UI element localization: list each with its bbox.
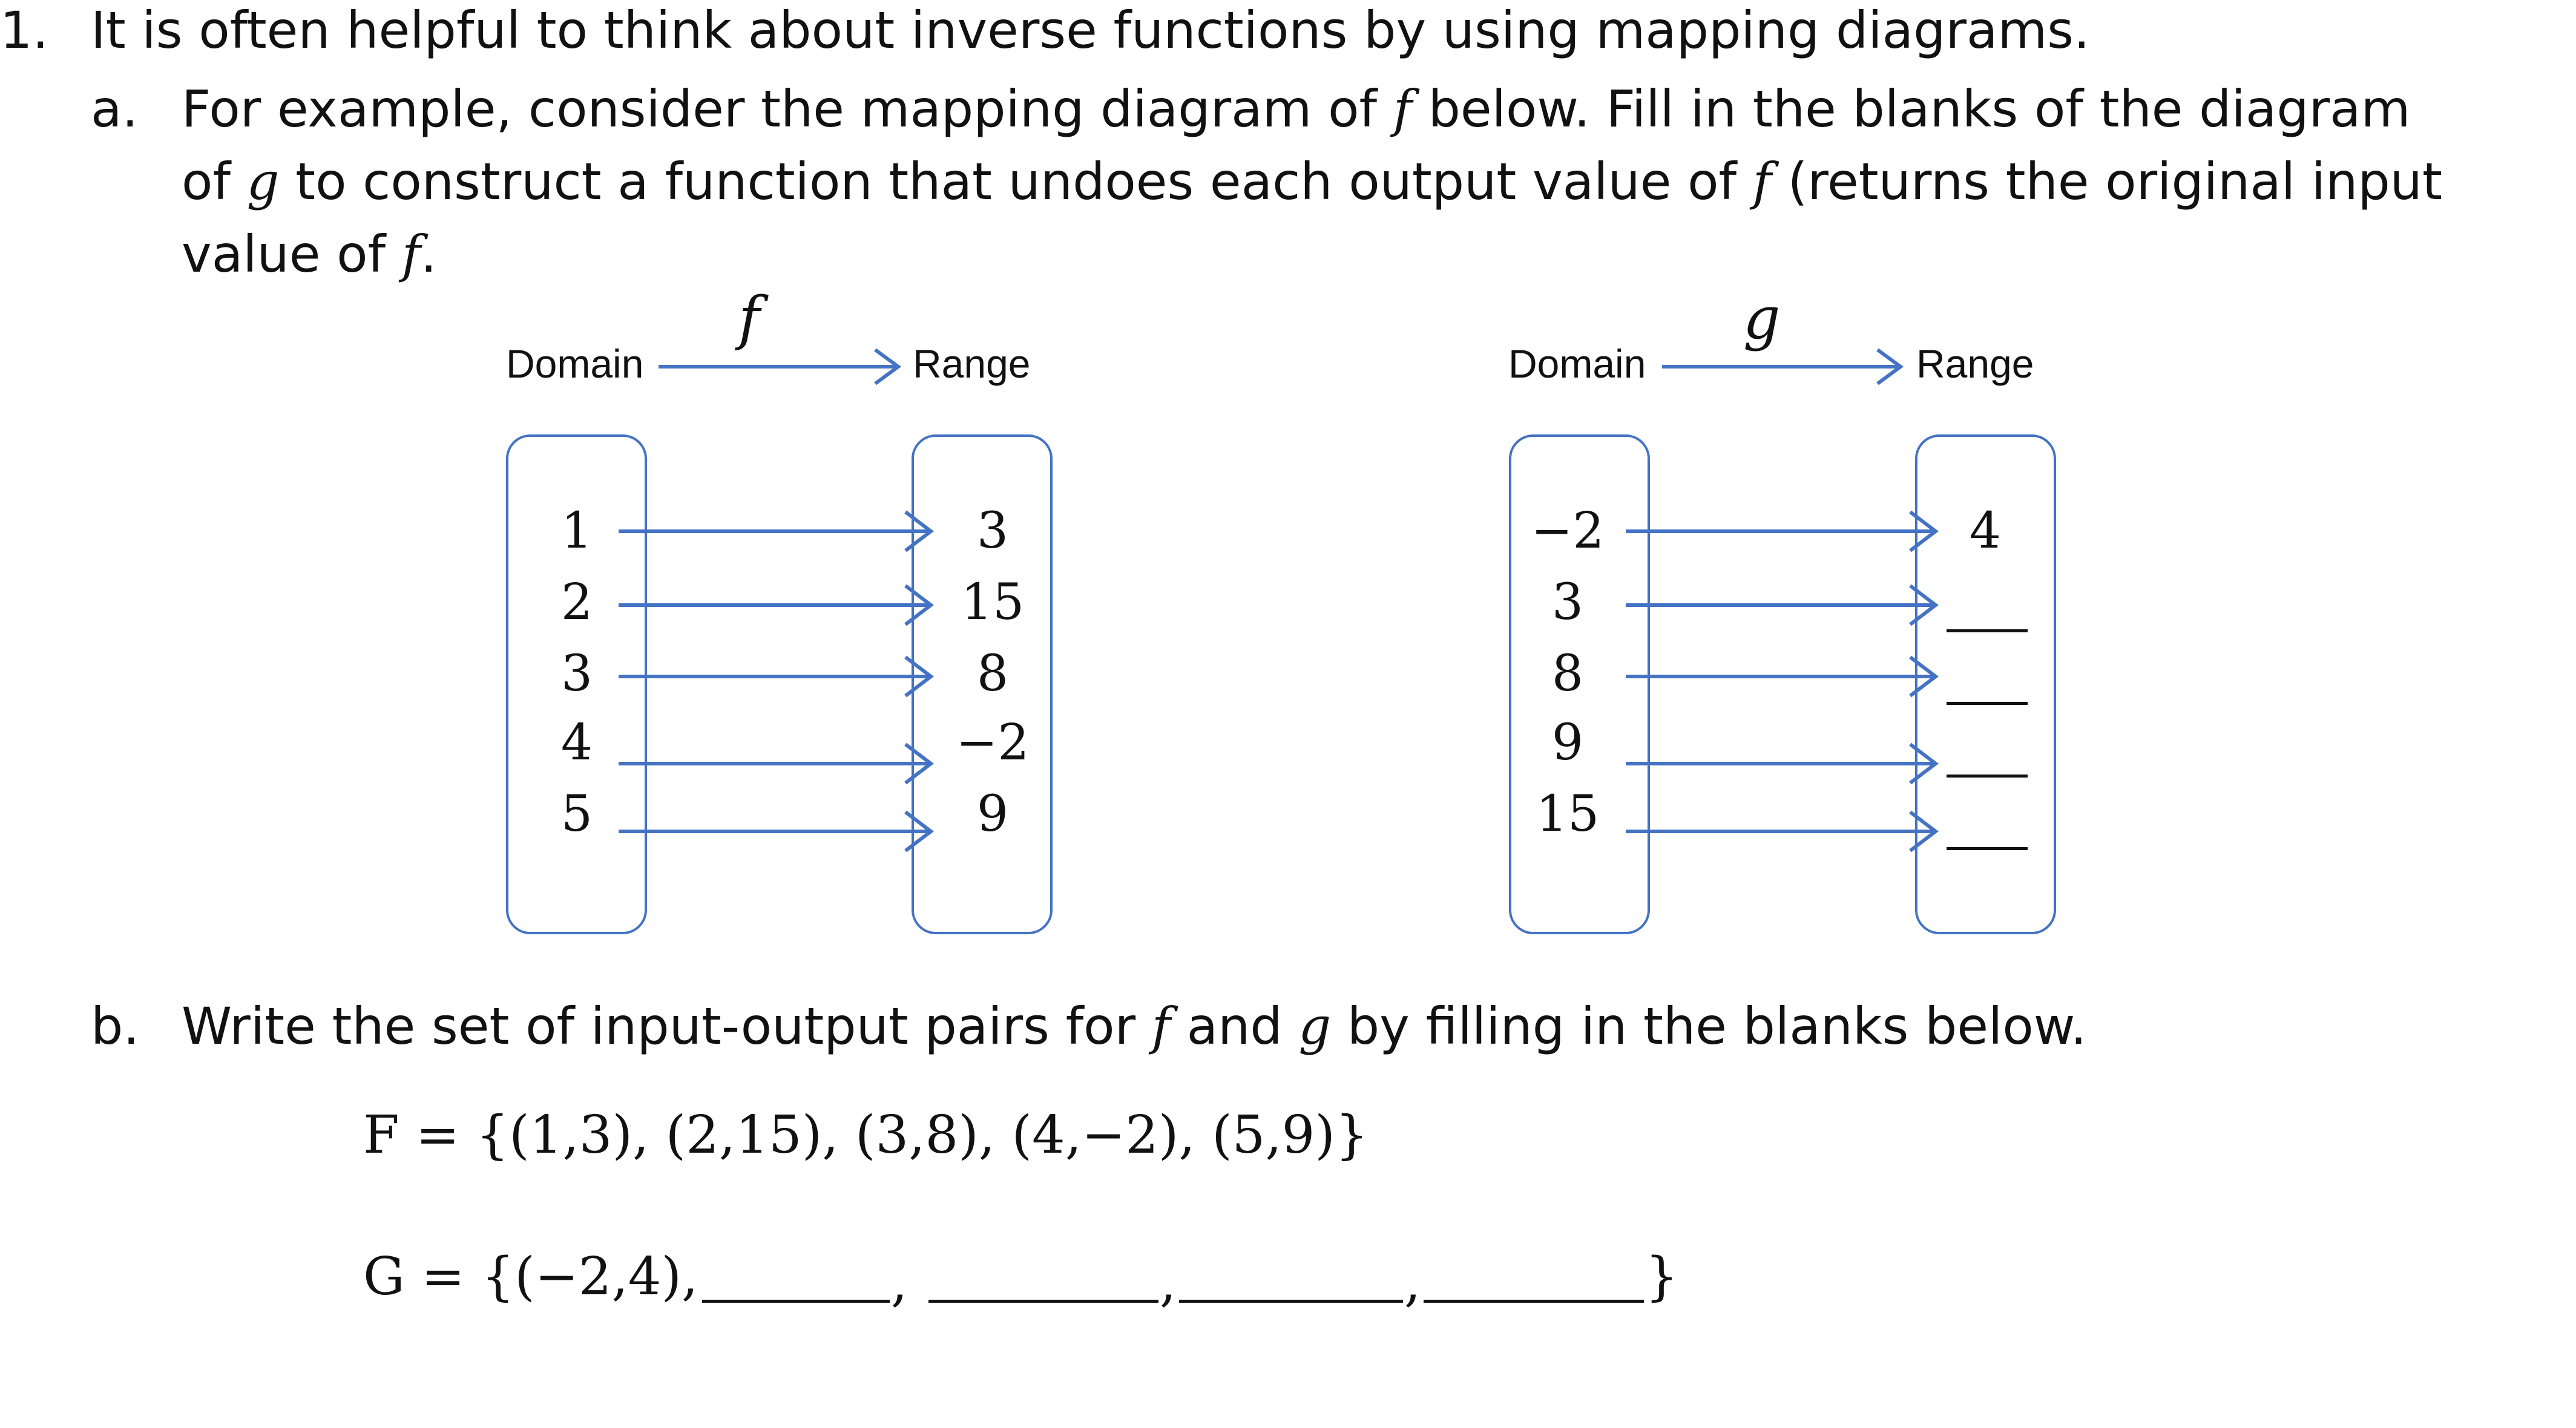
g-domain-label: Domain xyxy=(1508,341,1646,386)
f-domain-value: 3 xyxy=(560,645,593,703)
f-domain-label: Domain xyxy=(506,341,644,386)
part-a-line-3: value of f. xyxy=(182,224,437,284)
g-domain-value: 8 xyxy=(1551,645,1584,703)
f-header-arrow-head xyxy=(874,348,902,385)
g-domain-value: 9 xyxy=(1551,714,1584,771)
g-domain-value: −2 xyxy=(1531,502,1605,560)
f-range-value: 8 xyxy=(976,645,1009,703)
g-range-box xyxy=(1915,434,2056,934)
f-domain-value: 4 xyxy=(560,714,593,771)
g-header-arrow-head xyxy=(1876,348,1904,385)
G-pair-blank[interactable] xyxy=(1179,1300,1403,1303)
part-b-letter: b. xyxy=(91,997,140,1056)
G-pair-blank[interactable] xyxy=(928,1300,1158,1303)
g-function-label: g xyxy=(1743,284,1781,352)
g-domain-value: 15 xyxy=(1536,785,1600,843)
question-number: 1. xyxy=(0,1,49,60)
f-domain-box xyxy=(506,434,647,934)
f-range-box xyxy=(912,434,1053,934)
g-range-value: 4 xyxy=(1969,502,2002,560)
set-G-prefix: G = {(−2,4), xyxy=(363,1246,698,1307)
G-comma: , xyxy=(1160,1253,1177,1313)
f-range-value: −2 xyxy=(956,714,1030,771)
part-a-line-2: of g to construct a function that undoes… xyxy=(182,152,2442,211)
g-range-blank[interactable] xyxy=(1947,702,2028,705)
f-function-label: f xyxy=(738,284,760,352)
g-range-label: Range xyxy=(1916,341,2034,386)
f-range-label: Range xyxy=(913,341,1031,386)
g-domain-box xyxy=(1509,434,1650,934)
g-range-blank[interactable] xyxy=(1947,847,2028,850)
f-domain-value: 5 xyxy=(560,785,593,843)
G-pair-blank[interactable] xyxy=(702,1300,890,1303)
f-domain-value: 1 xyxy=(560,502,593,560)
set-F: F = {(1,3), (2,15), (3,8), (4,−2), (5,9)… xyxy=(363,1105,1368,1165)
part-b-text: Write the set of input-output pairs for … xyxy=(182,997,2087,1056)
set-G-suffix: } xyxy=(1645,1246,1678,1307)
g-range-blank[interactable] xyxy=(1947,775,2028,778)
part-a-line-1: For example, consider the mapping diagra… xyxy=(182,79,2411,139)
f-range-value: 15 xyxy=(961,574,1025,631)
g-domain-value: 3 xyxy=(1551,574,1584,631)
f-range-value: 3 xyxy=(976,502,1009,560)
part-a-letter: a. xyxy=(91,79,139,139)
G-comma: , xyxy=(1404,1253,1421,1313)
f-domain-value: 2 xyxy=(560,574,593,631)
intro-text: It is often helpful to think about inver… xyxy=(91,1,2090,60)
f-range-value: 9 xyxy=(976,785,1009,843)
G-comma: , xyxy=(891,1253,908,1313)
g-range-blank[interactable] xyxy=(1947,629,2028,632)
G-pair-blank[interactable] xyxy=(1424,1300,1644,1303)
